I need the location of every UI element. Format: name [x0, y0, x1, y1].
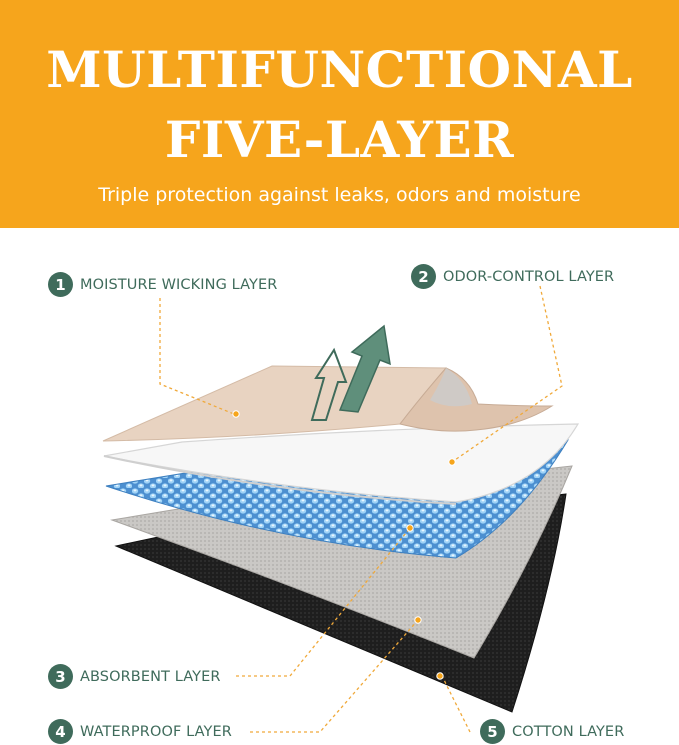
leader-dot-2 [448, 458, 456, 466]
callout-label: ABSORBENT LAYER [80, 668, 221, 685]
callout-label: ODOR-CONTROL LAYER [443, 268, 615, 285]
callout-number-badge: 2 [411, 264, 436, 289]
callout-moisture-wicking: 1 MOISTURE WICKING LAYER [48, 272, 277, 297]
callout-waterproof: 4 WATERPROOF LAYER [48, 719, 232, 744]
title-line-2: FIVE-LAYER [164, 110, 515, 169]
callout-number-badge: 5 [480, 719, 505, 744]
callout-absorbent: 3 ABSORBENT LAYER [48, 664, 221, 689]
leader-line-3 [236, 527, 411, 677]
wicking-layer-curl-underside [430, 368, 472, 407]
subtitle: Triple protection against leaks, odors a… [98, 184, 581, 206]
callout-number-badge: 4 [48, 719, 73, 744]
callout-label: COTTON LAYER [512, 723, 625, 740]
callout-label: MOISTURE WICKING LAYER [80, 276, 278, 293]
moisture-arrow-icon [310, 324, 391, 421]
leader-dot-3 [406, 524, 414, 532]
title-line-1: MULTIFUNCTIONAL [46, 40, 633, 99]
leader-line-1 [159, 298, 235, 415]
leader-line-2 [451, 285, 563, 463]
header-banner: MULTIFUNCTIONAL FIVE-LAYER Triple protec… [0, 0, 679, 228]
wicking-layer-curl [399, 367, 554, 432]
callout-number-badge: 1 [48, 272, 73, 297]
callout-odor-control: 2 ODOR-CONTROL LAYER [411, 264, 614, 289]
leader-dot-5 [436, 672, 444, 680]
odor-control-layer-shape [103, 423, 580, 503]
leader-line-5 [441, 675, 471, 733]
layer-illustration-area: 1 MOISTURE WICKING LAYER 2 ODOR-CONTROL … [0, 228, 679, 745]
layer-stack-illustration [102, 285, 580, 733]
callout-cotton: 5 COTTON LAYER [480, 719, 624, 744]
callout-number-badge: 3 [48, 664, 73, 689]
leader-line-4 [250, 619, 419, 733]
odor-control-edge [103, 455, 457, 505]
leader-dot-4 [414, 616, 422, 624]
leader-dot-1 [232, 410, 240, 418]
callout-label: WATERPROOF LAYER [80, 723, 232, 740]
